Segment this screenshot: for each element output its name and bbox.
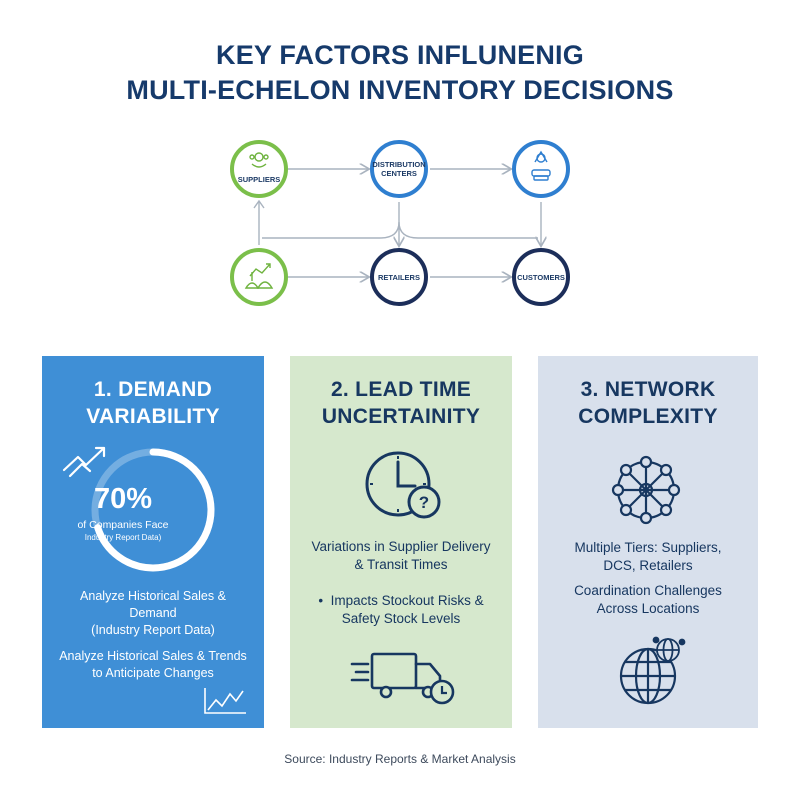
page-title: KEY FACTORS INFLUNENIG MULTI-ECHELON INV… <box>0 38 800 108</box>
node-warehouse <box>512 140 570 198</box>
supplier-icon <box>249 152 269 168</box>
card-lead-time-uncertainty: 2. LEAD TIME UNCERTAINITY Variations in … <box>290 356 512 728</box>
demand-text-2-line1: Analyze Historical Sales & Trends <box>59 649 247 663</box>
supply-chain-flow-diagram <box>230 140 570 306</box>
node-growth <box>230 248 288 306</box>
globe-network-icon <box>619 636 686 705</box>
delivery-truck-icon <box>350 652 455 705</box>
lead-text-1: Variations in Supplier Delivery & Transi… <box>290 538 512 574</box>
network-text-1-line1: Multiple Tiers: Suppliers, <box>574 540 722 555</box>
lead-text-2: • Impacts Stockout Risks & Safety Stock … <box>290 592 512 628</box>
card-title-demand: 1. DEMAND VARIABILITY <box>42 376 264 430</box>
network-hub-icon <box>611 455 681 525</box>
network-text-2-line2: Across Locations <box>596 601 700 616</box>
card-title-demand-line2: VARIABILITY <box>86 405 220 428</box>
node-label-distribution-centers: DISTRIBUTION CENTERS <box>372 160 426 178</box>
node-distribution-centers <box>370 140 428 198</box>
network-text-2-line1: Coardination Challenges <box>574 583 722 598</box>
title-line-1: KEY FACTORS INFLUNENIG <box>216 40 584 70</box>
node-label-retailers: RETAILERS <box>378 273 420 282</box>
card-title-network-line1: 3. NETWORK <box>580 378 716 401</box>
connector-cross-horizontal <box>262 221 538 239</box>
stat-label: of Companies Face <box>77 519 169 531</box>
node-label-suppliers: SUPPLIERS <box>237 175 281 184</box>
card-title-demand-line1: 1. DEMAND <box>93 378 213 401</box>
node-label-customers: CUSTOMERS <box>517 273 565 282</box>
node-retailers <box>370 248 428 306</box>
network-text-1-line2: DCS, Retailers <box>603 558 693 573</box>
lead-text-2-line1-text: Impacts Stockout Risks & <box>330 593 484 608</box>
lead-text-2-line2: Safety Stock Levels <box>341 611 461 626</box>
demand-text-1-line2: (Industry Report Data) <box>91 623 215 637</box>
source-footnote: Source: Industry Reports & Market Analys… <box>284 752 516 766</box>
card-title-lead-line2: UNCERTAINITY <box>321 405 481 428</box>
lead-text-1-line2: & Transit Times <box>354 557 448 572</box>
stat-value: 70% <box>93 483 153 515</box>
network-text-1: Multiple Tiers: Suppliers, DCS, Retailer… <box>538 539 758 575</box>
warehouse-icon <box>531 150 551 181</box>
card-title-network: 3. NETWORK COMPLEXITY <box>538 376 758 430</box>
card-title-network-line2: COMPLEXITY <box>578 405 718 428</box>
line-chart-icon <box>204 688 246 714</box>
card-title-lead: 2. LEAD TIME UNCERTAINITY <box>290 376 512 430</box>
trend-up-icon <box>62 446 106 478</box>
growth-icon <box>244 263 274 289</box>
network-text-2: Coardination Challenges Across Locations <box>538 582 758 618</box>
lead-text-2-line1: • Impacts Stockout Risks & <box>304 592 498 610</box>
title-line-2: MULTI-ECHELON INVENTORY DECISIONS <box>126 75 674 105</box>
stat-source: Industry Report Data) <box>84 533 162 542</box>
svg-text:?: ? <box>419 493 429 512</box>
demand-stat-graphic <box>62 446 215 572</box>
demand-text-1: Analyze Historical Sales & Demand (Indus… <box>42 588 264 639</box>
stat-ring-progress <box>91 448 215 572</box>
lead-text-1-line1: Variations in Supplier Delivery <box>311 539 491 554</box>
card-title-lead-line1: 2. LEAD TIME <box>330 378 472 401</box>
node-suppliers <box>230 140 288 198</box>
demand-text-2-line2: to Anticipate Changes <box>92 666 214 680</box>
demand-text-2: Analyze Historical Sales & Trends to Ant… <box>42 648 264 682</box>
clock-question-icon: ? <box>365 451 441 519</box>
card-demand-variability: 1. DEMAND VARIABILITY Analyze Historical… <box>42 356 264 728</box>
demand-text-1-line1: Analyze Historical Sales & Demand <box>80 589 226 620</box>
node-customers <box>512 248 570 306</box>
connector-arrow-up <box>253 199 265 209</box>
bullet-icon: • <box>318 593 324 608</box>
